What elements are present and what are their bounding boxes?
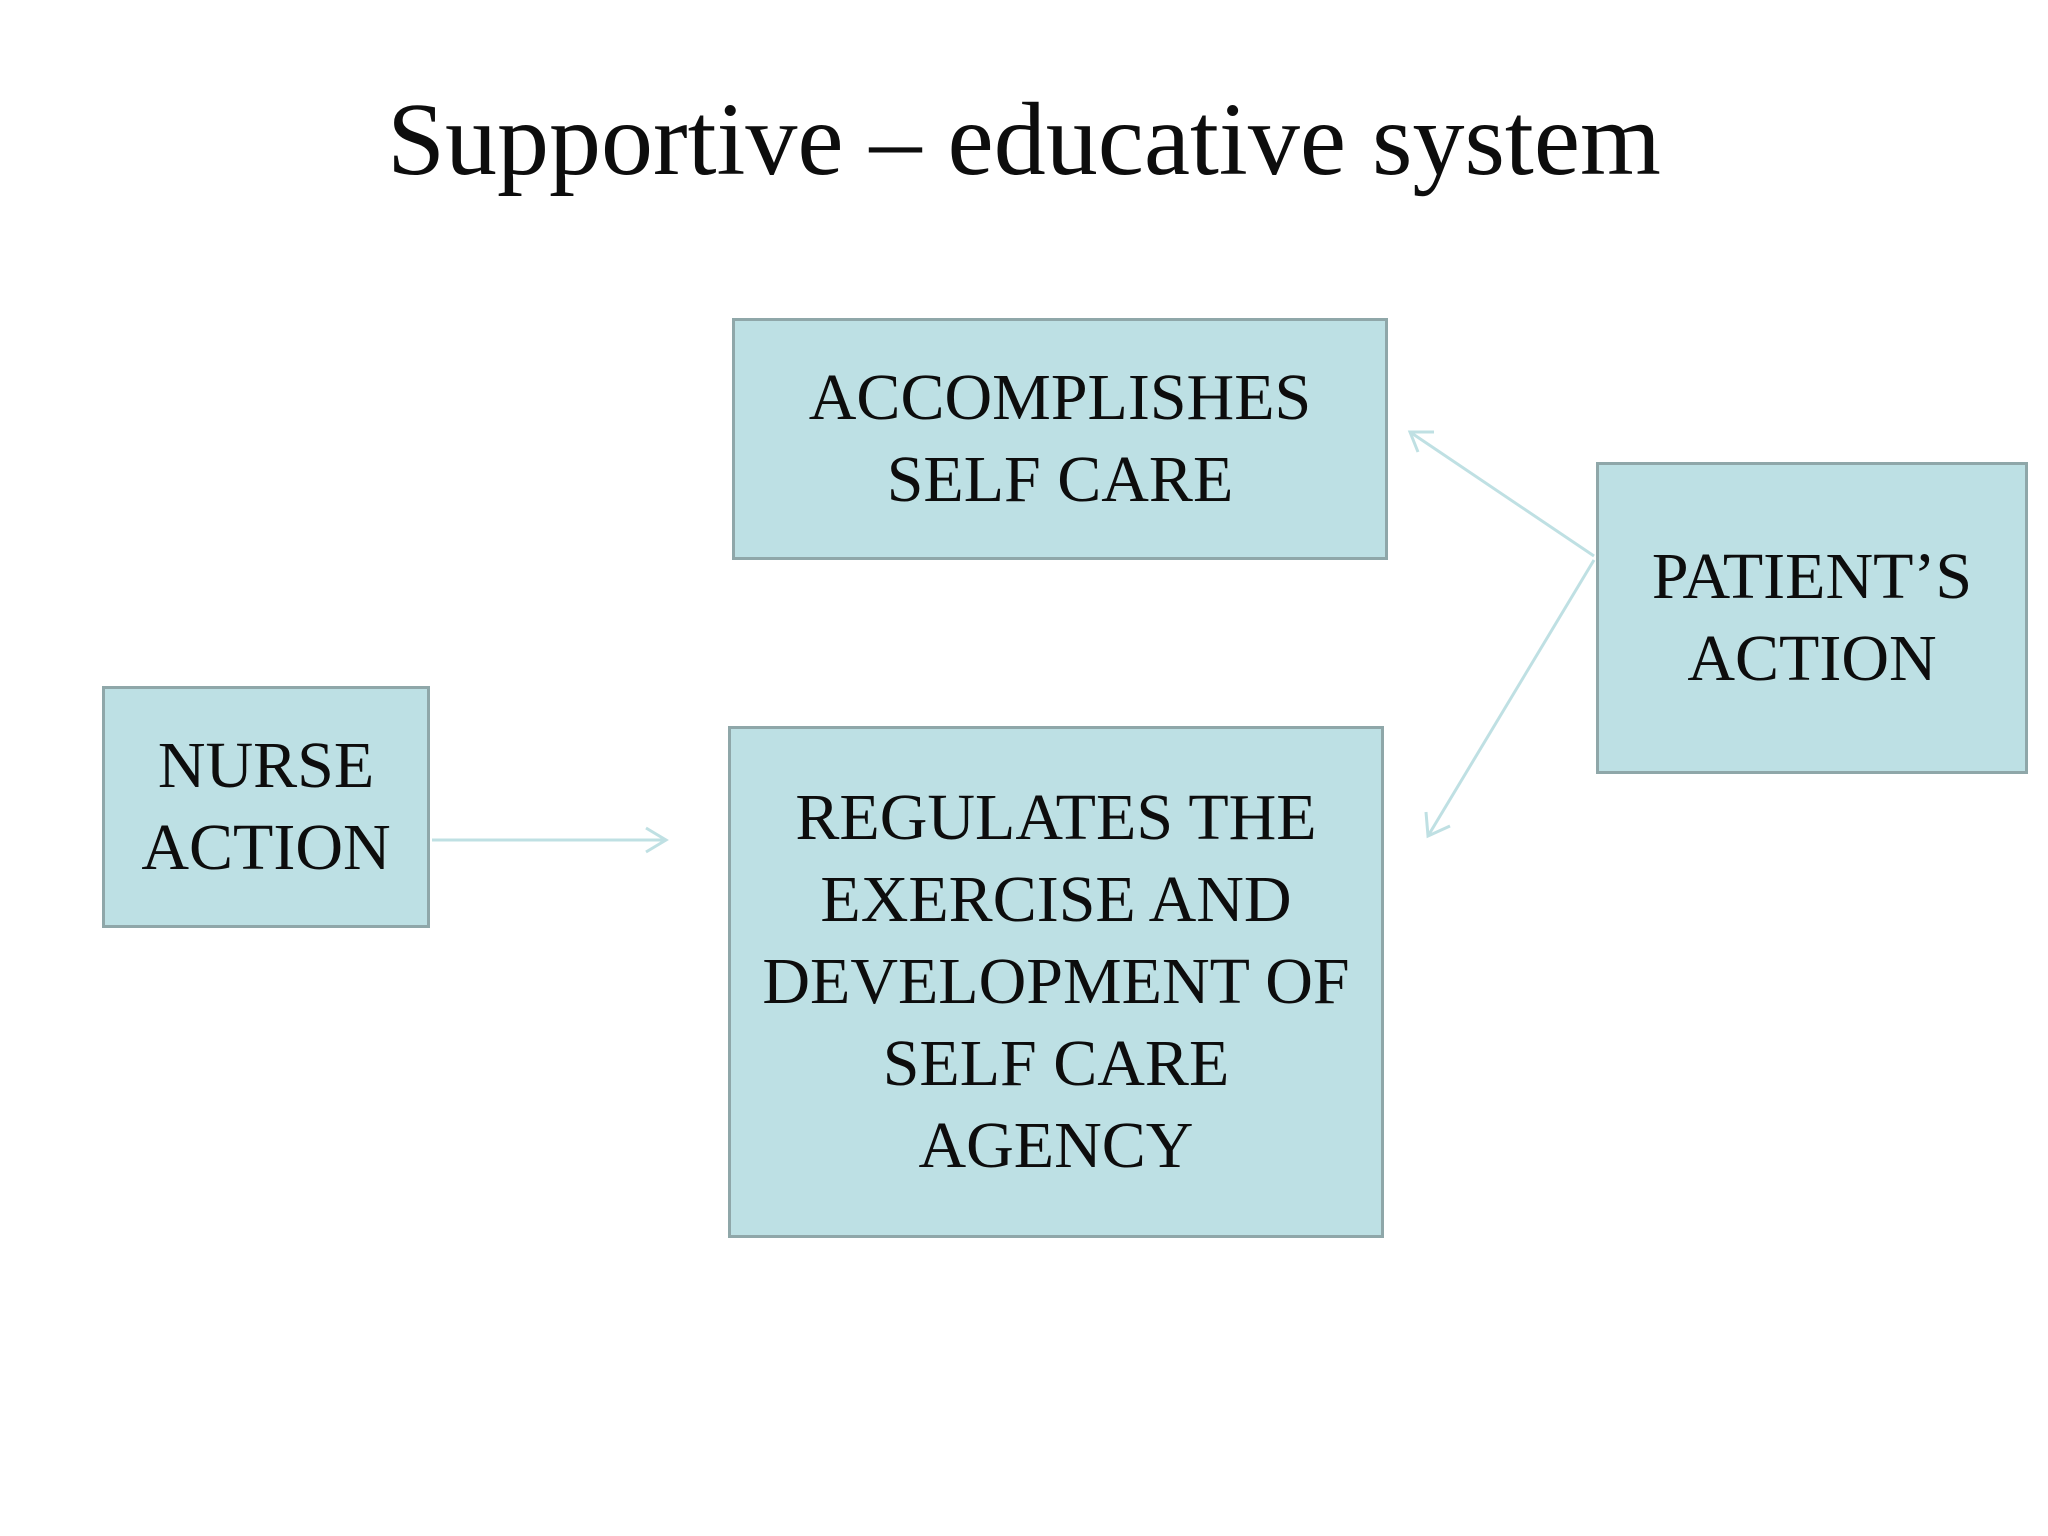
arrowhead-patient-to-accomplishes: [1407, 430, 1434, 453]
regulates-self-care-agency-box: REGULATES THE EXERCISE AND DEVELOPMENT O…: [728, 726, 1384, 1238]
patient-action-label: PATIENT’S ACTION: [1651, 540, 1973, 695]
accomplishes-self-care-label: ACCOMPLISHES SELF CARE: [808, 361, 1312, 516]
nurse-action-label: NURSE ACTION: [141, 729, 391, 884]
arrowhead-nurse-to-regulates: [645, 826, 669, 854]
slide-title: Supportive – educative system: [387, 82, 1661, 197]
accomplishes-self-care-box: ACCOMPLISHES SELF CARE: [732, 318, 1388, 560]
arrowhead-patient-to-regulates: [1424, 811, 1451, 839]
patient-action-box: PATIENT’S ACTION: [1596, 462, 2028, 774]
nurse-action-box: NURSE ACTION: [102, 686, 430, 928]
regulates-self-care-agency-label: REGULATES THE EXERCISE AND DEVELOPMENT O…: [762, 781, 1350, 1182]
arrow-patient-to-accomplishes: [1409, 430, 1595, 558]
arrow-patient-to-regulates: [1426, 559, 1596, 837]
